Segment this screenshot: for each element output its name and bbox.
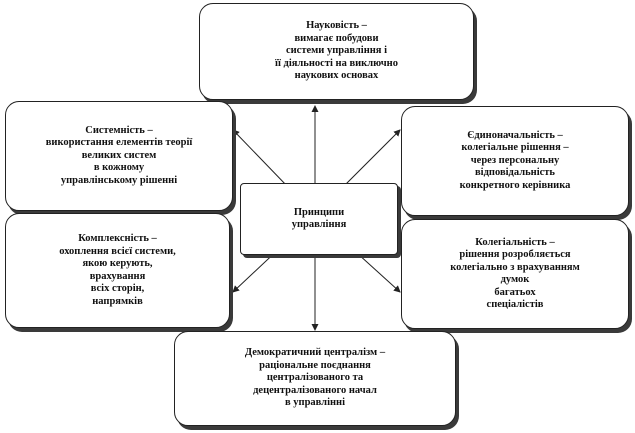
principle-box-unity-of-command: Єдиноначальність – колегіальне рішення –… bbox=[401, 106, 629, 216]
center-title: Принципи bbox=[293, 206, 345, 218]
principle-text: спеціалістів bbox=[486, 299, 544, 310]
principle-text: системи управління і bbox=[285, 45, 388, 57]
principle-text: наукових основах bbox=[294, 70, 379, 82]
principle-text: рішення розробляється bbox=[459, 249, 571, 260]
principle-text: охоплення всієї системи, bbox=[59, 245, 176, 257]
principle-text: якою керують, bbox=[82, 258, 153, 269]
principle-text: напрямків bbox=[92, 295, 143, 307]
principle-title: Демократичний централізм – bbox=[244, 347, 386, 359]
principle-box-democratic-centralism: Демократичний централізм – раціональне п… bbox=[174, 331, 456, 426]
principle-box-scientific: Науковість – вимагає побудови системи уп… bbox=[199, 3, 474, 100]
center-box-management-principles: Принципи управління bbox=[240, 183, 398, 255]
principle-text: конкретного керівника bbox=[459, 179, 571, 191]
principle-text: використання елементів теорії bbox=[45, 137, 193, 149]
principle-title: Комплексність – bbox=[78, 233, 157, 244]
principle-text: в кожному bbox=[93, 162, 145, 174]
principle-title: Системність – bbox=[85, 124, 153, 136]
principle-text: колегіальне рішення – bbox=[461, 142, 569, 154]
principle-text: через персональну bbox=[470, 154, 560, 166]
principle-title: Єдиноначальність – bbox=[467, 129, 563, 141]
principle-text: врахування bbox=[89, 270, 146, 282]
principle-title: Науковість – bbox=[306, 20, 367, 32]
principle-text: в управлінні bbox=[284, 397, 346, 409]
principle-text: колегіально з врахуванням bbox=[450, 261, 580, 273]
principle-text: централізованого та bbox=[266, 372, 364, 384]
principle-text: її діяльності на виключно bbox=[275, 57, 398, 69]
principle-text: всіх сторін, bbox=[90, 283, 145, 294]
center-title: управління bbox=[291, 219, 347, 230]
principle-box-systemic: Системність – використання елементів тео… bbox=[5, 101, 233, 211]
principle-title: Колегіальність – bbox=[475, 236, 555, 248]
principle-text: управлінському рішенні bbox=[60, 174, 178, 186]
principle-box-complexity: Комплексність – охоплення всієї системи,… bbox=[5, 213, 230, 328]
principle-text: вимагає побудови bbox=[294, 32, 379, 44]
principle-text: багатьох bbox=[494, 286, 536, 298]
principle-text: думок bbox=[500, 274, 530, 285]
principle-text: відповідальність bbox=[475, 167, 555, 179]
principle-box-collegiality: Колегіальність – рішення розробляється к… bbox=[401, 219, 629, 329]
principle-text: децентралізованого начал bbox=[253, 384, 377, 396]
principle-text: раціональне поєднання bbox=[259, 359, 371, 371]
principle-text: великих систем bbox=[81, 149, 157, 161]
